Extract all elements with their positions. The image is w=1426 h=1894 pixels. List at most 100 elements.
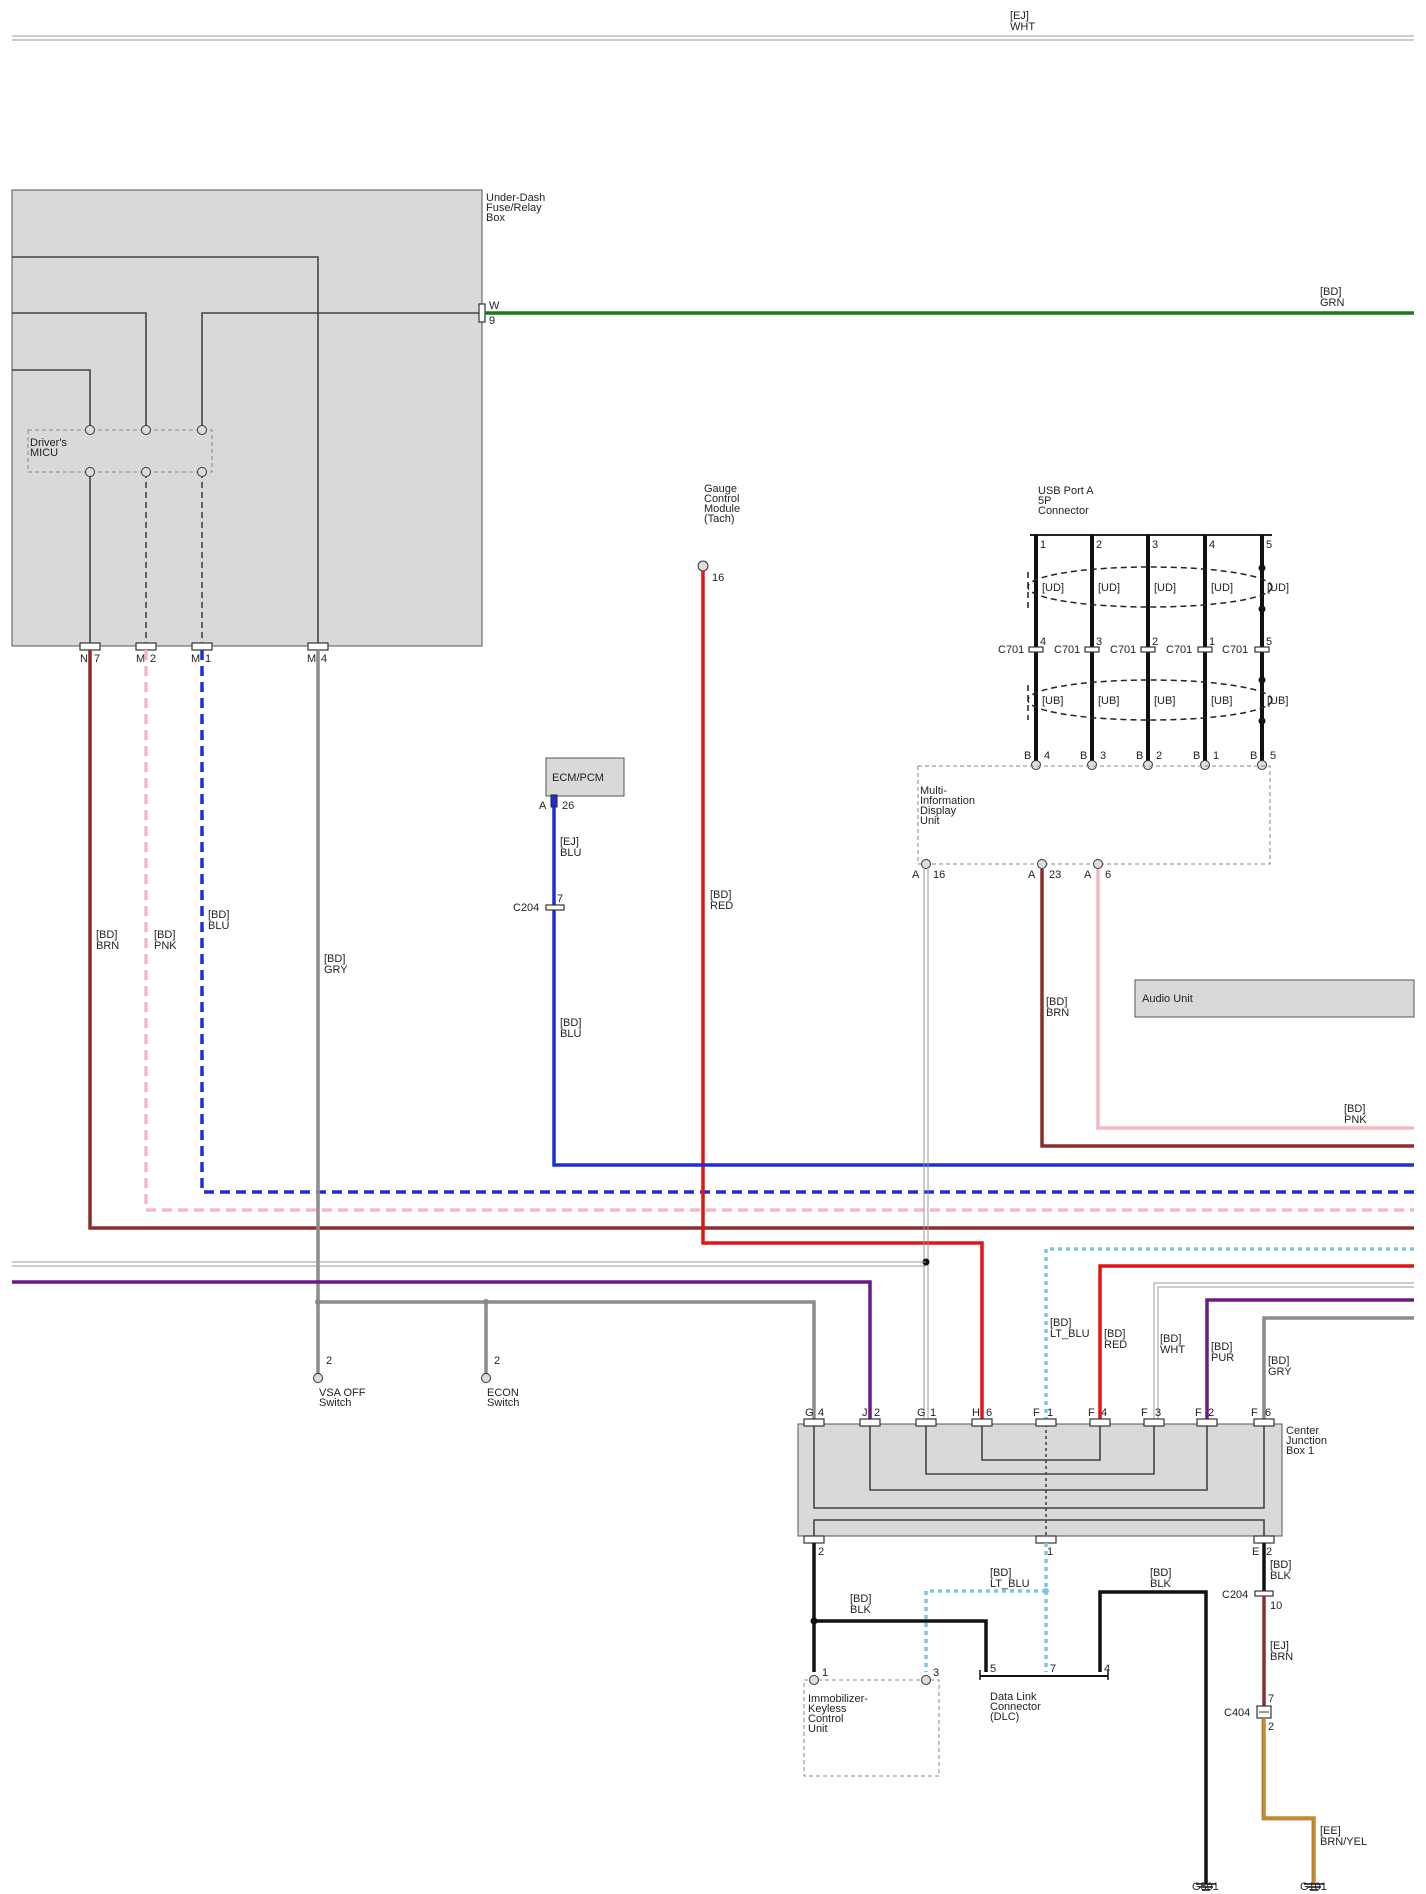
svg-text:M: M [136, 653, 145, 665]
svg-text:RED: RED [1104, 1339, 1127, 1351]
svg-text:Box 1: Box 1 [1286, 1445, 1314, 1457]
svg-text:[UB]: [UB] [1042, 695, 1063, 707]
immob-terminal-3 [921, 1675, 931, 1685]
label-bd-blu-code: [BD] [560, 1017, 581, 1029]
svg-text:Module: Module [704, 503, 740, 515]
wire-blu-ecm [552, 807, 1414, 1167]
micu-label: Driver's MICU [30, 437, 67, 459]
micu-terminals [85, 425, 207, 477]
svg-text:1: 1 [930, 1407, 936, 1419]
svg-text:A: A [1084, 869, 1092, 881]
svg-text:1: 1 [1209, 636, 1215, 648]
svg-text:6: 6 [986, 1407, 992, 1419]
svg-text:F: F [1141, 1407, 1148, 1419]
wire-gry-switch-bus [318, 1300, 816, 1420]
svg-text:[UD]: [UD] [1211, 582, 1233, 594]
wire-brnyel-edge [1261, 1718, 1313, 1884]
svg-text:Fuse/Relay: Fuse/Relay [486, 202, 542, 214]
pin-w: W [489, 300, 500, 312]
svg-text:BLU: BLU [208, 920, 229, 932]
svg-text:J: J [862, 1407, 868, 1419]
svg-text:2: 2 [1156, 750, 1162, 762]
blk-junction [810, 1617, 818, 1625]
svg-text:Unit: Unit [808, 1723, 828, 1735]
svg-text:B: B [1024, 750, 1031, 762]
svg-text:6: 6 [1105, 869, 1111, 881]
svg-text:E: E [1252, 1546, 1259, 1558]
svg-text:[UB]: [UB] [1211, 695, 1232, 707]
c204-lower-pin: 10 [1270, 1600, 1282, 1612]
wire-ltblu-immob [924, 1589, 1046, 1672]
svg-text:2: 2 [1152, 636, 1158, 648]
c204-lower-label: C204 [1222, 1589, 1248, 1601]
svg-text:F: F [1088, 1407, 1095, 1419]
wire-blu-left [200, 650, 1414, 1194]
ground-g101-icon [1304, 1883, 1324, 1891]
svg-text:3: 3 [1155, 1407, 1161, 1419]
ecm-label: ECM/PCM [552, 772, 604, 784]
svg-text:[UB]: [UB] [1154, 695, 1175, 707]
svg-text:[BD]: [BD] [1268, 1355, 1289, 1367]
svg-text:Control: Control [704, 493, 739, 505]
econ-label-1: ECON [487, 1387, 519, 1399]
right-wire-labels: [BD]LT_BLU [BD]RED [BD]WHT [BD]PUR [BD]G… [1050, 1317, 1292, 1378]
svg-text:5P: 5P [1038, 495, 1051, 507]
svg-text:5: 5 [1270, 750, 1276, 762]
wire-brnyel [1262, 1718, 1316, 1884]
svg-text:G: G [805, 1407, 814, 1419]
immobilizer-keyless-control-unit [803, 1679, 940, 1777]
usb-shields [1027, 566, 1273, 721]
wire-wht-right [1153, 1282, 1414, 1420]
c404-pin-2: 2 [1268, 1721, 1274, 1733]
c204-upper [545, 904, 565, 911]
svg-text:M: M [307, 653, 316, 665]
ecm-connector-a26 [550, 794, 558, 808]
label-ee-color: BRN/YEL [1320, 1836, 1367, 1848]
label-brn-mid-color: BRN [1046, 1007, 1069, 1019]
svg-text:16: 16 [933, 869, 945, 881]
usb-shield-dots [1258, 564, 1266, 725]
svg-text:Center: Center [1286, 1425, 1319, 1437]
label-pnk-mid-code: [BD] [1344, 1103, 1365, 1115]
usb-ud-labels: [UD] [UD] [UD] [UD] [UD] [1042, 582, 1289, 594]
pin-gauge-16: 16 [712, 572, 724, 584]
svg-text:Connector: Connector [990, 1701, 1041, 1713]
mid-label: Multi- Information Display Unit [920, 785, 975, 827]
svg-text:B: B [1193, 750, 1200, 762]
svg-text:C701: C701 [1166, 644, 1192, 656]
label-blk-e2-color: BLK [1270, 1570, 1291, 1582]
svg-text:MICU: MICU [30, 447, 58, 459]
vsa-label-1: VSA OFF [319, 1387, 366, 1399]
svg-text:2: 2 [150, 653, 156, 665]
svg-text:[BD]: [BD] [1211, 1341, 1232, 1353]
svg-text:G: G [917, 1407, 926, 1419]
econ-switch-terminal [481, 1373, 491, 1383]
pin-dlc-4: 4 [1104, 1663, 1110, 1675]
svg-text:[BD]: [BD] [1050, 1317, 1071, 1329]
svg-text:GRY: GRY [324, 964, 348, 976]
svg-text:(Tach): (Tach) [704, 513, 735, 525]
usb-pin-numbers: 1 2 3 4 5 [1040, 539, 1272, 551]
ground-g101-label: G101 [1300, 1881, 1327, 1893]
svg-text:4: 4 [818, 1407, 824, 1419]
svg-text:F: F [1251, 1407, 1258, 1419]
svg-text:N: N [80, 653, 88, 665]
wire-blk-g501 [1098, 1590, 1208, 1884]
multi-information-display-unit [917, 765, 1271, 865]
wire-pnk-left [144, 650, 1414, 1212]
label-blk-g501-color: BLK [1150, 1578, 1171, 1590]
svg-text:A: A [1028, 869, 1036, 881]
svg-text:4: 4 [1040, 636, 1046, 648]
wire-brn-left [88, 650, 1414, 1230]
svg-text:B: B [1250, 750, 1257, 762]
label-blk-i2-code: [BD] [850, 1593, 871, 1605]
left-wire-labels: [BD]BRN [BD]PNK [BD]BLU [BD]GRY [96, 909, 348, 976]
svg-text:GRY: GRY [1268, 1366, 1292, 1378]
svg-text:2: 2 [1208, 1407, 1214, 1419]
svg-text:Multi-: Multi- [920, 785, 947, 797]
label-ltblu2-code: [BD] [990, 1567, 1011, 1579]
pin-immob-1: 1 [822, 1667, 828, 1679]
